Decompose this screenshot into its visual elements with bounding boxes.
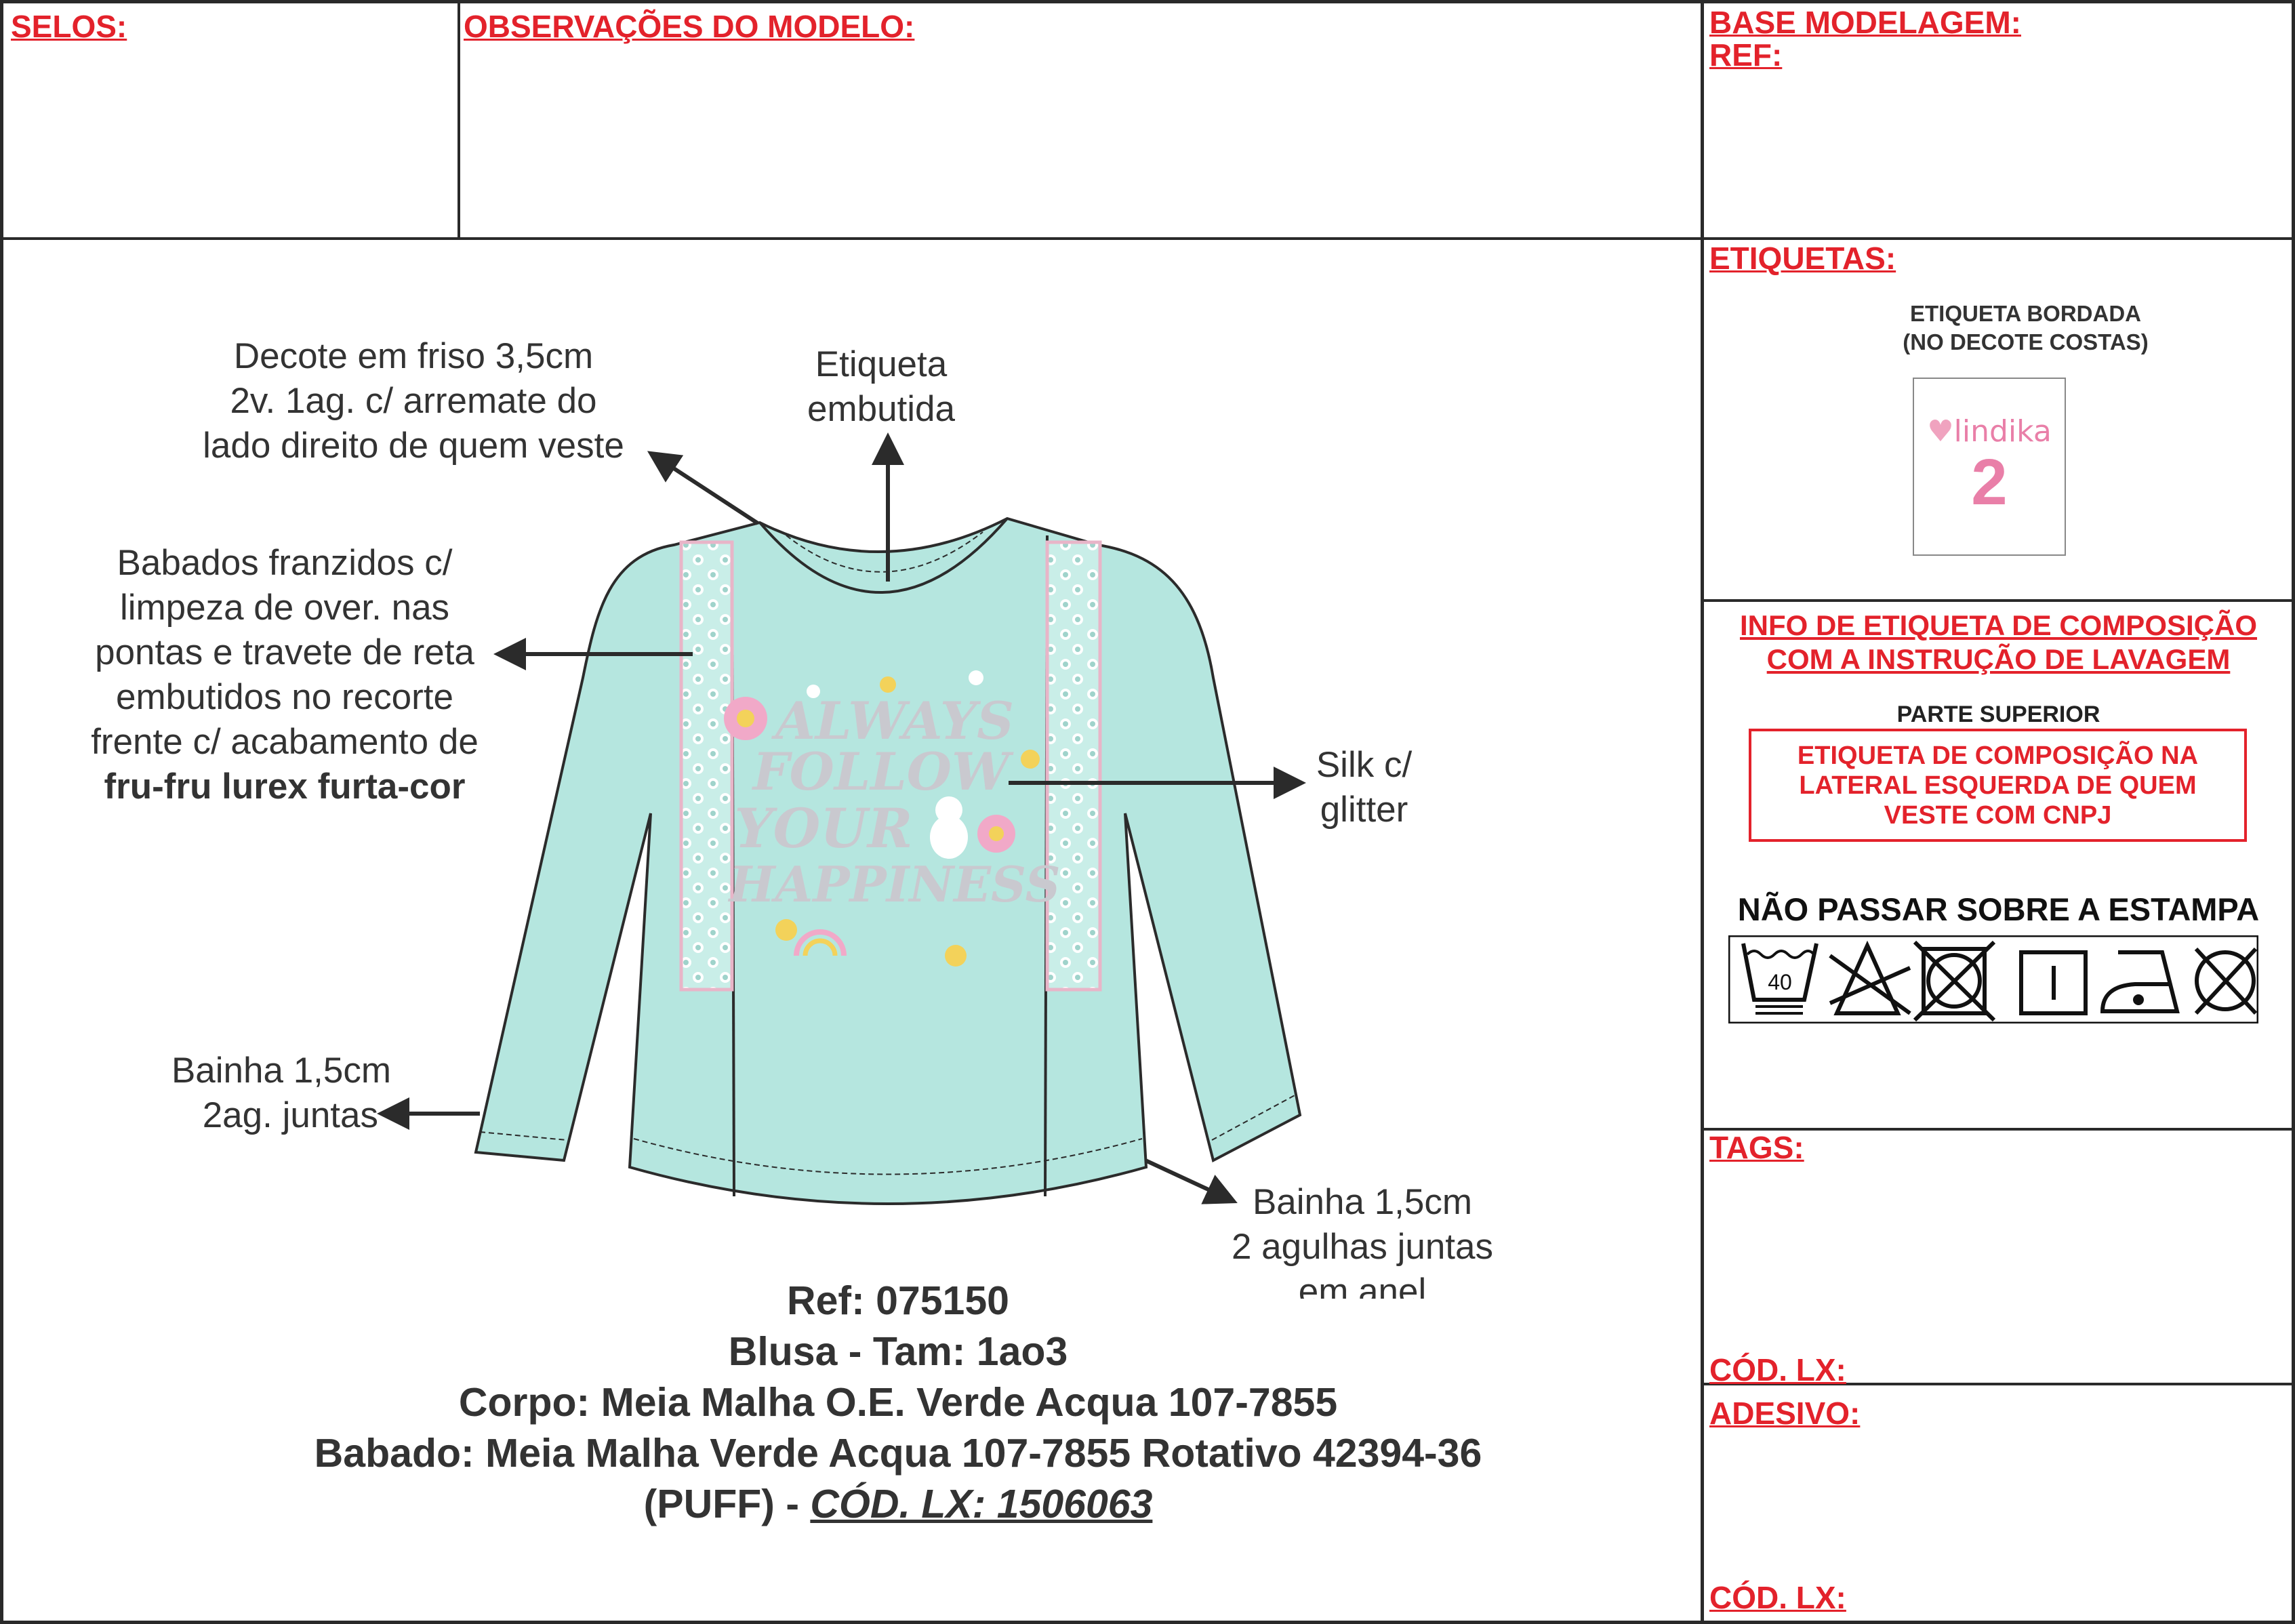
divider-adesivo [1702, 1383, 2295, 1385]
divider-right-column [1701, 0, 1704, 1624]
divider-header [0, 237, 2295, 240]
divider-tags [1702, 1128, 2295, 1131]
border-bottom [0, 1621, 2295, 1624]
arrow-decote [647, 451, 759, 525]
bunny-body [930, 815, 968, 859]
wash-40-icon: 40 [1741, 943, 1819, 1015]
composicao-box-line: VESTE COM CNPJ [1884, 801, 2112, 830]
note-line: em anel [1298, 1272, 1427, 1299]
note-line: glitter [1320, 790, 1408, 830]
size-number: 2 [1971, 446, 2008, 519]
line-dry-icon [2019, 950, 2088, 1015]
arrow-bainha-barra [1144, 1158, 1238, 1204]
flower-yellow [880, 676, 896, 693]
ruffle-right [1045, 540, 1102, 992]
flower-white [807, 685, 820, 698]
selos-label: SELOS: [11, 9, 127, 44]
border-top [0, 0, 2295, 3]
composicao-title-line: INFO DE ETIQUETA DE COMPOSIÇÃO [1739, 609, 2258, 641]
spec-corpo: Corpo: Meia Malha O.E. Verde Acqua 107-7… [458, 1380, 1338, 1425]
wash-temp: 40 [1768, 970, 1792, 994]
warning-text: NÃO PASSAR SOBRE A ESTAMPA [1737, 891, 2260, 927]
flower-yellow [945, 945, 967, 967]
parte-superior: PARTE SUPERIOR [1896, 702, 2100, 727]
note-etiqueta: Etiqueta embutida [746, 342, 1017, 432]
brand-name: lindika [1953, 414, 2052, 449]
divider-selos [458, 0, 460, 239]
spec-product: Blusa - Tam: 1ao3 [728, 1329, 1068, 1374]
note-line: 2 agulhas juntas [1231, 1227, 1493, 1267]
care-symbols: 40 [1728, 935, 2258, 1023]
spec-cod-lx: CÓD. LX: 1506063 [810, 1482, 1153, 1526]
divider-etiquetas [1702, 599, 2295, 602]
composicao-title-line: COM A INSTRUÇÃO DE LAVAGEM [1766, 643, 2231, 675]
print-line: FOLLOW [752, 742, 1014, 802]
composicao-box: ETIQUETA DE COMPOSIÇÃO NA LATERAL ESQUER… [1749, 729, 2247, 842]
spec-puff: (PUFF) - [643, 1482, 811, 1526]
product-spec: Ref: 075150 Blusa - Tam: 1ao3 Corpo: Mei… [169, 1276, 1627, 1530]
bunny-head [935, 796, 962, 824]
note-line: lado direito de quem veste [203, 426, 624, 466]
ruffle-left [679, 540, 734, 992]
note-line: Bainha 1,5cm [171, 1051, 392, 1091]
brand-logo: ♥lindika [1914, 414, 2065, 449]
etiqueta-title-line: ETIQUETA BORDADA [1910, 301, 2141, 326]
flower-white [969, 670, 983, 685]
note-line: embutidos no recorte [116, 677, 453, 717]
border-left [0, 0, 3, 1624]
note-line: pontas e travete de reta [95, 632, 474, 672]
note-line: embutida [807, 389, 956, 429]
flower-yellow [1021, 750, 1040, 769]
note-silk: Silk c/ glitter [1288, 743, 1440, 832]
note-line: 2v. 1ag. c/ arremate do [230, 381, 597, 421]
no-bleach-icon [1829, 940, 1911, 1015]
note-babados: Babados franzidos c/ limpeza de over. na… [14, 541, 556, 809]
note-line: Silk c/ [1316, 745, 1413, 785]
garment-sketch: ALWAYS FOLLOW YOUR HAPPINESS [377, 432, 1306, 1205]
print-line: YOUR [734, 796, 912, 860]
etiquetas-label: ETIQUETAS: [1709, 241, 1896, 276]
annotation-arrows [377, 432, 1306, 1204]
note-line: 2ag. juntas [202, 1095, 378, 1135]
etiqueta-title-line: (NO DECOTE COSTAS) [1903, 329, 2149, 354]
iron-low-icon [2100, 950, 2180, 1013]
note-decote: Decote em friso 3,5cm 2v. 1ag. c/ arrema… [142, 334, 685, 468]
border-right [2292, 0, 2295, 1624]
adesivo-cod-lx-label: CÓD. LX: [1709, 1580, 1846, 1615]
heart-icon: ♥ [1927, 414, 1954, 449]
note-line: frente c/ acabamento de [91, 722, 479, 762]
no-tumble-dry-icon [1913, 940, 1996, 1022]
brand-label-sample: ♥lindika 2 [1913, 378, 2066, 556]
print-artwork: ALWAYS FOLLOW YOUR HAPPINESS [724, 670, 1060, 967]
etiqueta-title: ETIQUETA BORDADA (NO DECOTE COSTAS) [1702, 300, 2295, 357]
base-modelagem-label: BASE MODELAGEM: [1709, 5, 2021, 40]
no-dry-clean-icon [2194, 947, 2258, 1015]
composicao-box-line: ETIQUETA DE COMPOSIÇÃO NA [1797, 742, 2199, 770]
rainbow [794, 929, 847, 956]
composicao-title: INFO DE ETIQUETA DE COMPOSIÇÃO COM A INS… [1702, 609, 2295, 676]
tags-cod-lx-label: CÓD. LX: [1709, 1352, 1846, 1387]
flower-yellow [775, 919, 797, 941]
spec-ref: Ref: 075150 [787, 1278, 1009, 1323]
adesivo-label: ADESIVO: [1709, 1396, 1861, 1431]
ref-label: REF: [1709, 37, 1783, 73]
note-line: Babados franzidos c/ [117, 543, 453, 583]
observacoes-label: OBSERVAÇÕES DO MODELO: [464, 9, 915, 44]
composicao-box-line: LATERAL ESQUERDA DE QUEM [1799, 771, 2197, 800]
spec-babado: Babado: Meia Malha Verde Acqua 107-7855 … [314, 1431, 1482, 1476]
tags-label: TAGS: [1709, 1130, 1804, 1165]
note-line: Etiqueta [815, 344, 948, 384]
note-bainha-barra: Bainha 1,5cm 2 agulhas juntas em anel [1193, 1180, 1532, 1299]
note-line-bold: fru-fru lurex furta-cor [104, 767, 466, 807]
note-bainha-manga: Bainha 1,5cm 2ag. juntas [136, 1049, 427, 1138]
print-line: HAPPINESS [728, 855, 1061, 913]
note-line: Decote em friso 3,5cm [233, 336, 594, 376]
note-line: Bainha 1,5cm [1252, 1182, 1473, 1222]
print-line: ALWAYS [771, 691, 1014, 751]
note-line: limpeza de over. nas [119, 588, 450, 628]
